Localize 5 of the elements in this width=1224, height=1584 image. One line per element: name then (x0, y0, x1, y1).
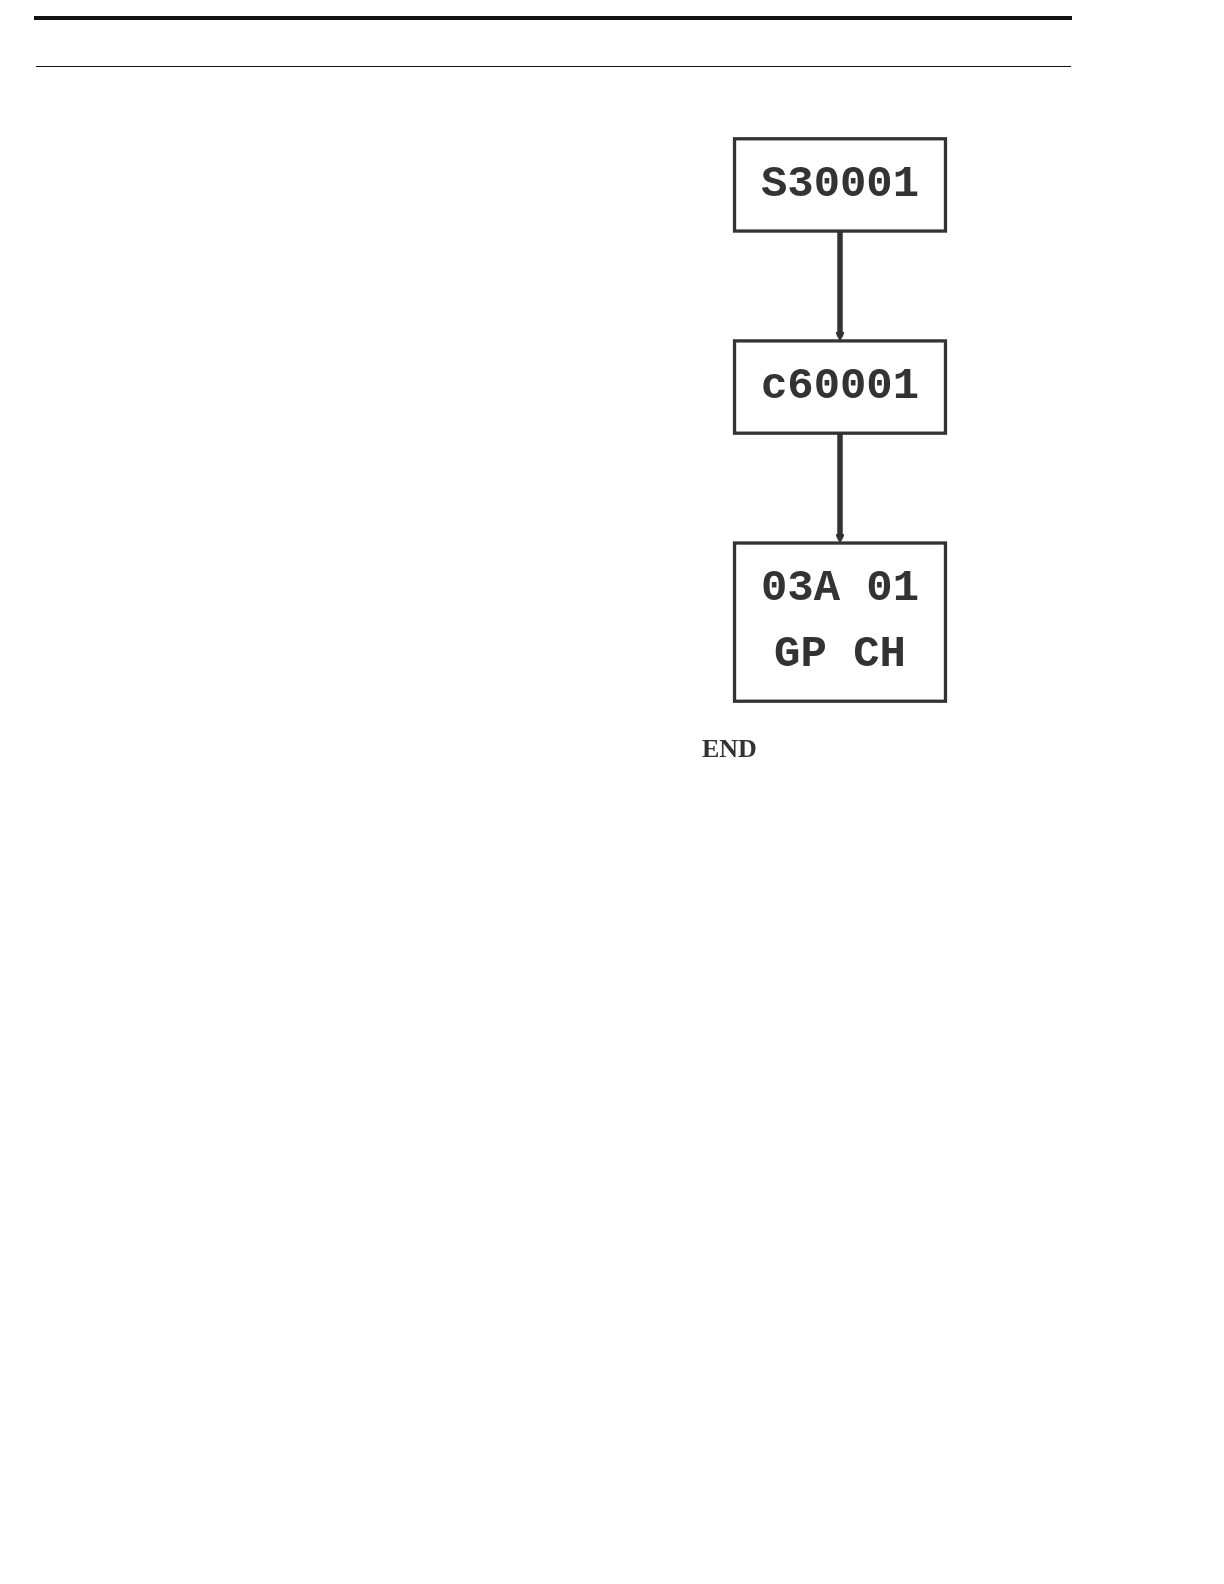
node-box: 03A 01 GP CH (732, 541, 948, 703)
arrow (835, 433, 845, 544)
node-box: c60001 (732, 339, 948, 435)
node-box: S30001 (732, 137, 948, 233)
end-label: END (702, 734, 757, 764)
